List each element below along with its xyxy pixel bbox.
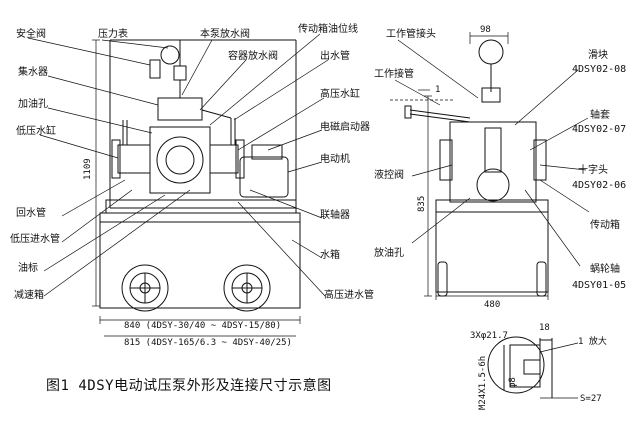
label-motor: 电动机	[320, 152, 350, 165]
label-lp-cylinder: 低压水缸	[16, 124, 56, 137]
label-worm-shaft-code: 4DSY01-05	[572, 280, 626, 291]
collector	[157, 97, 203, 121]
work-pipe	[409, 109, 471, 119]
side-dimensions	[390, 32, 549, 300]
safety-valve	[149, 59, 161, 79]
label-safety-valve: 安全阀	[16, 27, 46, 40]
base-plate	[105, 199, 297, 214]
label-coupling: 联轴器	[320, 208, 350, 221]
dim-front-width-bottom: 815 (4DSY-165/6.3 ~ 4DSY-40/25)	[124, 338, 292, 348]
dim-front-height: 1109	[83, 158, 93, 180]
dim-side-arrow-tag: 1	[435, 85, 440, 95]
label-slider-code: 4DSY02-08	[572, 64, 626, 75]
label-pump-drain-valve: 本泵放水阀	[200, 27, 250, 40]
label-pressure-gauge: 压力表	[98, 27, 128, 40]
wheel-right	[223, 264, 271, 312]
figure-caption: 图1 4DSY电动试压泵外形及连接尺寸示意图	[46, 377, 332, 394]
side-pressure-gauge	[478, 39, 504, 65]
label-gearbox-oil-level: 传动箱油位线	[298, 22, 358, 35]
label-return-pipe: 回水管	[16, 206, 46, 219]
hp-cylinder	[209, 144, 239, 174]
label-oil-drain-port: 放油孔	[374, 246, 404, 259]
label-water-tank: 水箱	[320, 248, 340, 261]
labels: 安全阀 压力表 本泵放水阀 传动箱油位线 容器放水阀 出水管 集水器 加油孔 高…	[10, 22, 626, 410]
dim-front-width-top: 840 (4DSY-30/40 ~ 4DSY-15/80)	[124, 321, 281, 331]
label-cross-head-code: 4DSY02-06	[572, 180, 626, 191]
side-leaders	[394, 39, 590, 267]
label-reducer: 减速箱	[14, 288, 44, 301]
label-sleeve: 轴套	[590, 108, 610, 121]
dim-side-height: 835	[417, 196, 427, 212]
dim-side-base-width: 480	[484, 300, 500, 310]
label-slider: 滑块	[588, 49, 608, 61]
dim-detail-holes: 3Xφ21.7	[470, 331, 508, 341]
label-outlet-pipe: 出水管	[320, 49, 350, 62]
dim-side-top-width: 98	[480, 25, 491, 35]
dim-detail-enlarged: 1 放大	[578, 335, 607, 347]
lp-cylinder	[117, 144, 151, 174]
front-leaders	[27, 33, 329, 297]
label-worm-shaft: 蜗轮轴	[590, 262, 620, 275]
label-pressure-control-valve: 液控阀	[374, 168, 404, 181]
label-hp-inlet-pipe: 高压进水管	[324, 288, 374, 301]
label-cross-head: 十字头	[578, 163, 608, 176]
pressure-gauge	[160, 45, 180, 65]
side-view	[390, 32, 590, 300]
label-vessel-drain-valve: 容器放水阀	[228, 49, 278, 62]
water-tank	[99, 212, 301, 309]
side-body	[449, 121, 537, 203]
magnetic-starter	[251, 144, 283, 160]
side-wheel-left	[437, 261, 448, 297]
side-wheel-right	[536, 261, 547, 297]
label-sleeve-code: 4DSY02-07	[572, 124, 626, 135]
label-lp-inlet-pipe: 低压进水管	[10, 232, 60, 245]
side-tank	[435, 211, 549, 293]
dim-detail-thread: M24X1.5-6h	[478, 356, 488, 410]
label-oil-fill-port: 加油孔	[18, 97, 48, 110]
label-work-pipe-joint-top: 工作管接头	[386, 27, 436, 40]
dim-detail-bore: φ8	[508, 377, 518, 388]
label-oil-gauge: 油标	[18, 261, 38, 274]
wheel-left	[121, 264, 169, 312]
label-work-pipe-joint: 工作接管	[374, 67, 414, 80]
detail-circle	[487, 336, 545, 394]
detail-view	[487, 336, 579, 399]
dim-detail-depth: 18	[539, 323, 550, 333]
dim-detail-across-flats: S=27	[580, 394, 602, 404]
label-magnetic-starter: 电磁启动器	[320, 120, 370, 133]
label-collector: 集水器	[18, 65, 48, 78]
front-view	[27, 33, 329, 337]
motor	[239, 156, 289, 198]
front-dimensions	[92, 39, 301, 337]
label-hp-cylinder: 高压水缸	[320, 87, 360, 100]
label-gearbox: 传动箱	[590, 218, 620, 231]
